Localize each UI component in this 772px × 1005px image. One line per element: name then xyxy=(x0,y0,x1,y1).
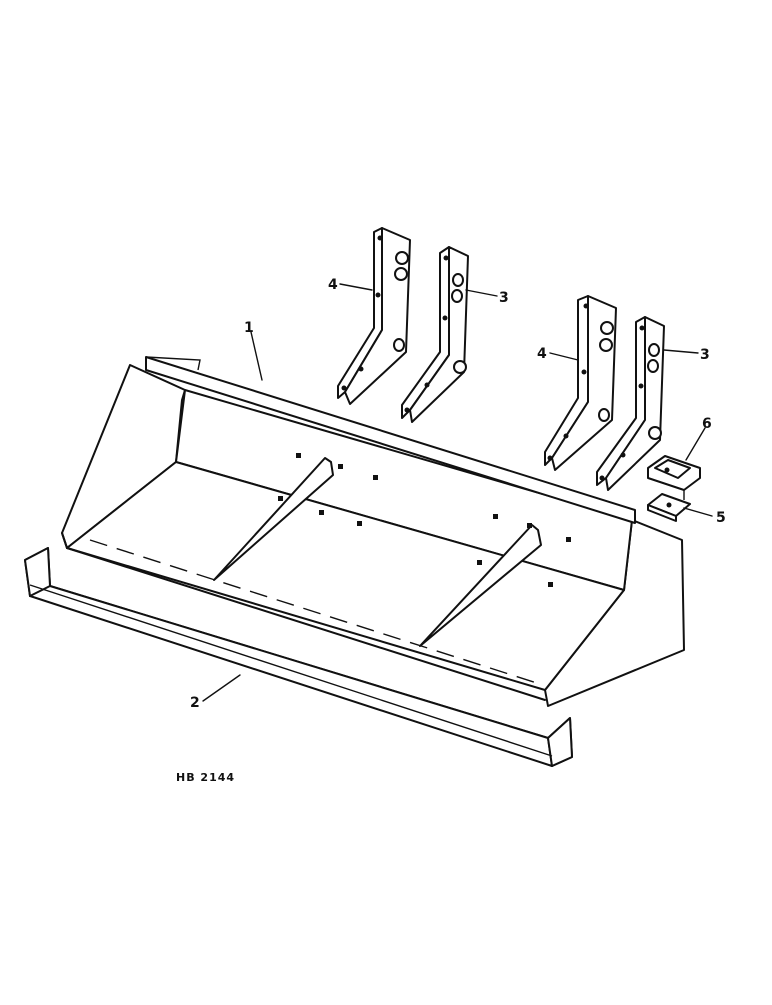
callout-3-right: 3 xyxy=(700,347,710,363)
clip-part-6 xyxy=(647,455,701,500)
mounting-bracket-3b xyxy=(596,316,665,491)
callout-6: 6 xyxy=(702,416,712,432)
right-gusset xyxy=(419,524,542,647)
callout-5: 5 xyxy=(716,510,726,526)
leader-lines xyxy=(202,283,713,702)
callout-1: 1 xyxy=(244,320,254,336)
cutting-edge xyxy=(24,547,573,767)
callout-4-right: 4 xyxy=(537,346,547,362)
bucket-assembly xyxy=(61,356,685,707)
callouts: 1 2 3 3 4 4 5 6 xyxy=(190,277,726,711)
mounting-bracket-3a xyxy=(401,246,469,423)
plate-part-5 xyxy=(647,493,691,522)
callout-2: 2 xyxy=(190,695,200,711)
bucket-bolt-holes xyxy=(278,453,571,587)
document-id: HB 2144 xyxy=(176,771,235,784)
callout-3-left: 3 xyxy=(499,290,509,306)
bucket-top-rim xyxy=(145,356,636,524)
mounting-bracket-4b xyxy=(544,295,617,471)
callout-4-left: 4 xyxy=(328,277,338,293)
left-gusset xyxy=(213,457,334,581)
mounting-bracket-4a xyxy=(337,227,411,405)
bucket-floor xyxy=(66,461,625,691)
